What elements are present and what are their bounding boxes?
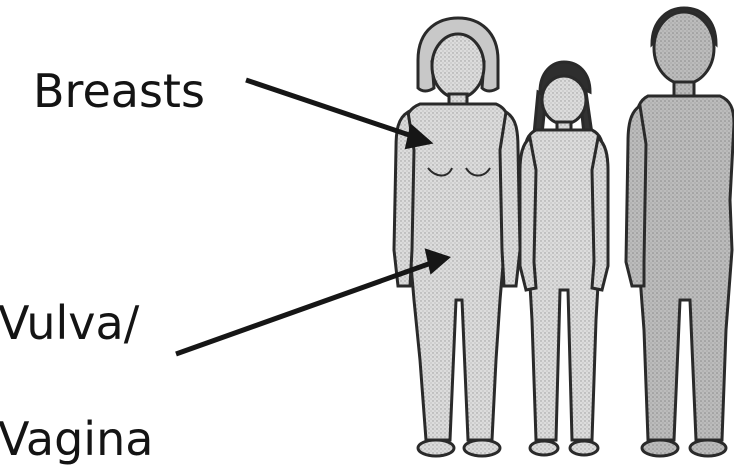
adult-head — [432, 34, 484, 98]
boy-neck — [674, 82, 694, 96]
girl-head — [542, 76, 586, 124]
boy-left-arm — [626, 106, 646, 286]
adult-right-arm — [500, 112, 520, 286]
breasts-arrow-line — [246, 80, 418, 138]
boy-head — [654, 12, 714, 84]
adult-right-foot — [464, 440, 500, 456]
girl-right-foot — [570, 441, 598, 455]
boy-right-foot — [690, 440, 726, 456]
adult-female-figure — [394, 18, 520, 456]
adult-left-foot — [418, 440, 454, 456]
vulva-label: Vulva/ — [0, 300, 139, 346]
boy-body — [636, 96, 734, 440]
girl-left-foot — [530, 441, 558, 455]
vagina-label: Vagina — [0, 416, 153, 462]
vulva-arrow-line — [176, 262, 434, 354]
breasts-label: Breasts — [33, 68, 205, 114]
girl-right-arm — [592, 138, 608, 290]
boy-figure — [626, 8, 734, 456]
boy-left-foot — [642, 440, 678, 456]
girl-left-arm — [520, 138, 536, 290]
adult-body — [406, 104, 509, 440]
girl-figure — [520, 62, 608, 455]
